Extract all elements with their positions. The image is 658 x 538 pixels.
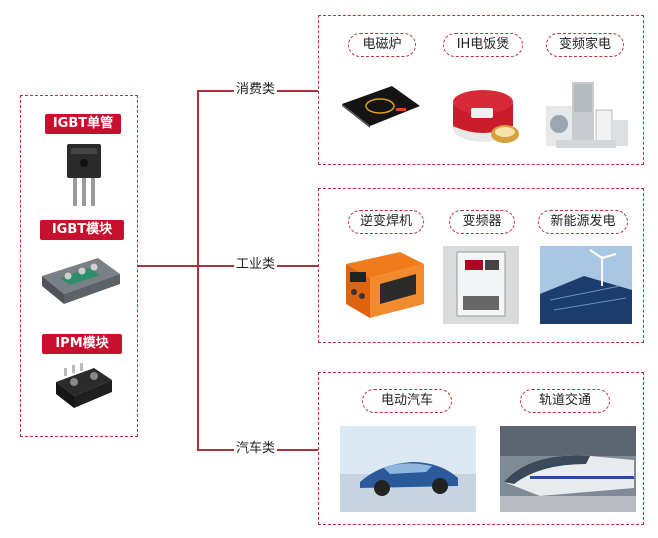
industrial-box [318,188,644,343]
igbt-module-label: IGBT模块 [40,220,124,240]
connector-trunk [197,90,199,449]
app-inverter-appliance: 变频家电 [546,33,624,57]
rail-transit-image [500,426,636,512]
category-automotive: 汽车类 [234,441,278,457]
electric-vehicle-image [340,426,476,512]
app-rail-transit: 轨道交通 [520,389,610,413]
category-consumer: 消费类 [234,82,278,98]
app-renewable-energy: 新能源发电 [538,210,628,234]
inverter-welder-image [340,246,428,322]
renewable-energy-image [540,246,632,324]
igbt-single-image [55,138,115,210]
app-induction-cooker: 电磁炉 [348,33,416,57]
rice-cooker-image [447,78,523,148]
igbt-single-label: IGBT单管 [45,114,121,134]
app-frequency-converter: 变频器 [449,210,515,234]
inverter-appliance-image [542,80,630,152]
category-industrial: 工业类 [234,257,278,273]
consumer-box [318,15,644,165]
ipm-module-image [50,360,116,418]
app-inverter-welder: 逆变焊机 [348,210,424,234]
app-electric-vehicle: 电动汽车 [362,389,452,413]
automotive-box [318,372,644,525]
frequency-converter-image [443,246,519,324]
ipm-module-label: IPM模块 [42,334,122,354]
app-ih-rice-cooker: IH电饭煲 [443,33,523,57]
component-box [20,95,138,437]
connector-main [138,265,198,267]
igbt-module-image [38,248,124,308]
induction-cooker-image [340,82,422,128]
